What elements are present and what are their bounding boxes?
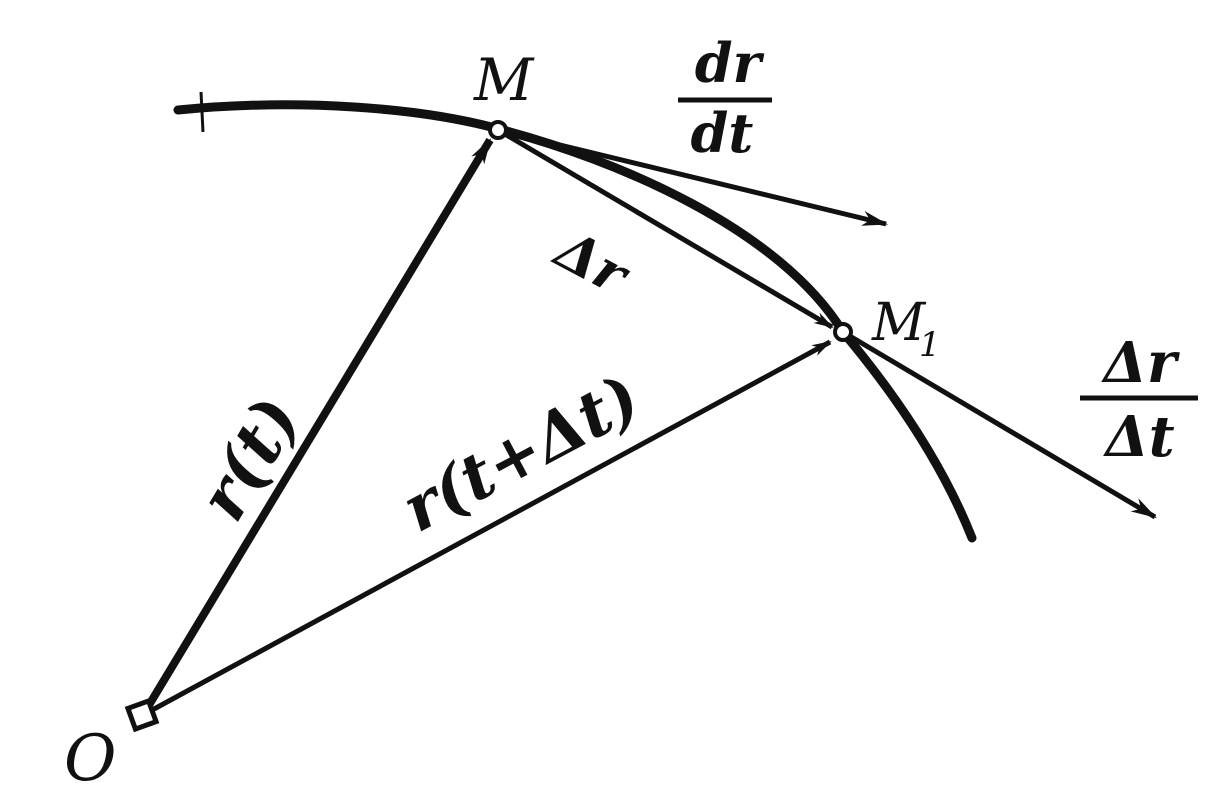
tangent-dr-dt [497,127,889,227]
label-m: M [473,46,535,114]
vector-r-t-dt [141,339,832,718]
label-vector-r-t-dt: r(t+Δt) [390,360,652,547]
fraction-delta-r-delta-t: Δr Δt [1080,330,1198,470]
vector-r-t [139,137,494,718]
label-m1: M [871,293,927,353]
fraction-delta-denominator: Δt [1102,404,1174,470]
origin-marker [124,697,160,733]
vector-delta-r [496,127,834,330]
label-vector-delta-r: Δr [543,216,641,309]
label-m1-subscript: 1 [919,325,941,365]
point-m-marker [488,120,508,140]
fraction-dr-dt: dr dt [678,31,772,165]
label-origin: O [64,722,116,793]
fraction-dr-dt-denominator: dt [691,101,754,165]
fraction-dr-dt-numerator: dr [695,31,765,95]
curve-start-tick [199,91,205,133]
point-m1-marker [833,322,853,342]
fraction-delta-numerator: Δr [1101,330,1180,396]
secant-delta-r-delta-t [841,329,1157,520]
trajectory-curve [173,100,977,543]
